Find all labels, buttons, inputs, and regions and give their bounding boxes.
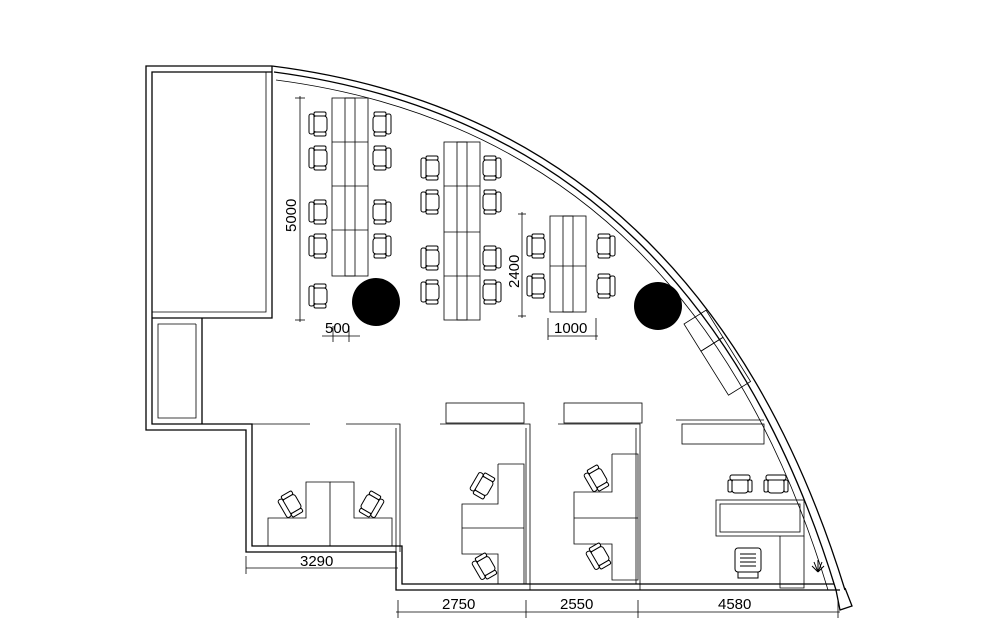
office-4	[715, 474, 825, 589]
cabinet	[683, 309, 752, 396]
shelf	[681, 423, 765, 445]
dimension-label-1000: 1000	[554, 320, 587, 337]
plant-icon	[811, 560, 825, 573]
dimension-label-3290: 3290	[300, 553, 333, 570]
office-walls	[246, 419, 764, 590]
dimension-lines	[295, 96, 598, 342]
dimension-label-2400: 2400	[506, 255, 523, 288]
column	[634, 282, 682, 330]
dimension-label-500: 500	[325, 320, 350, 337]
shelf	[563, 402, 643, 424]
dimension-label-2550: 2550	[560, 596, 593, 613]
storage-room	[152, 66, 273, 424]
office-3	[573, 453, 639, 581]
shelf	[445, 402, 525, 424]
office-1	[267, 481, 393, 546]
chair	[420, 155, 502, 305]
workstation-cluster-3	[526, 215, 682, 330]
bottom-dimension-lines	[245, 556, 840, 618]
office-2	[461, 463, 525, 585]
dimension-label-4580: 4580	[718, 596, 751, 613]
outer-walls	[145, 65, 853, 611]
workstation-cluster-1	[308, 97, 400, 326]
column	[352, 278, 400, 326]
workstation-cluster-2	[420, 141, 502, 321]
dimension-label-5000: 5000	[283, 199, 300, 232]
dimension-label-2750: 2750	[442, 596, 475, 613]
